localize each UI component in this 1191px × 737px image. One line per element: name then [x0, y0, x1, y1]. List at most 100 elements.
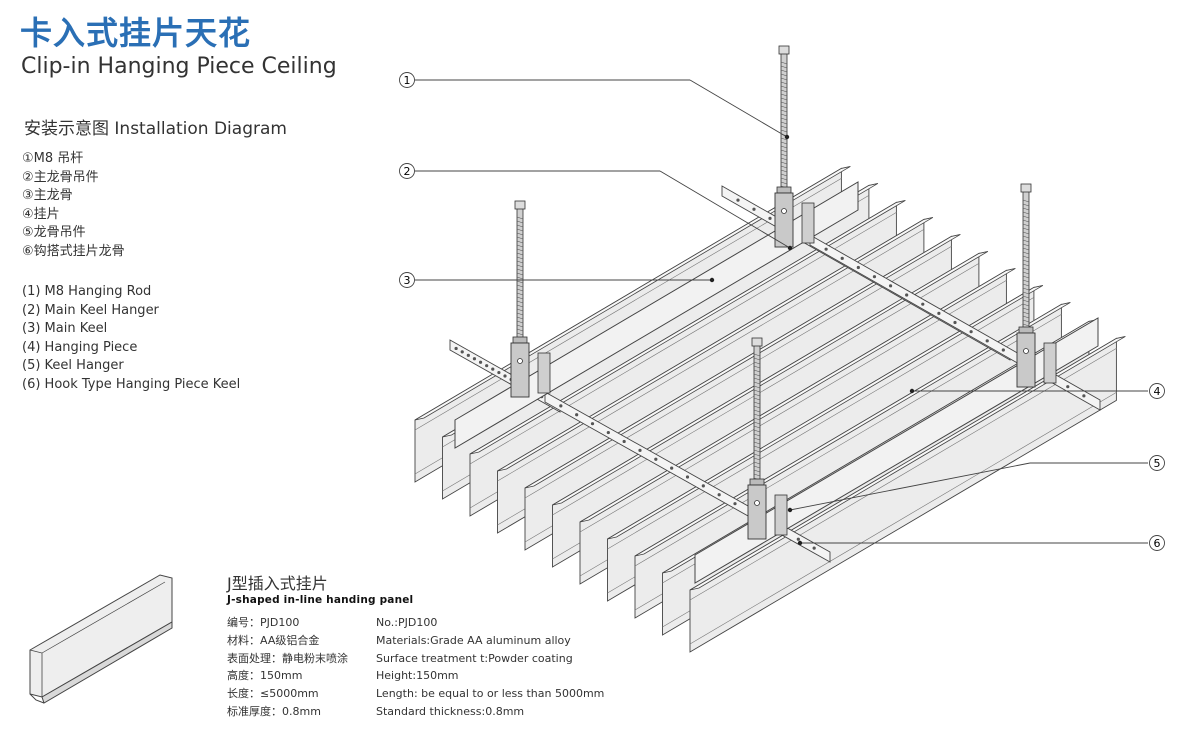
rod-thread [516, 264, 524, 268]
spec-length-cn: 长度：≤5000mm [227, 687, 319, 701]
rod-thread [753, 429, 761, 433]
rod-thread [753, 365, 761, 369]
rod-thread [1022, 303, 1030, 307]
rod-thread [1022, 207, 1030, 211]
keel-hole [454, 346, 458, 351]
panel-top-lip [552, 251, 989, 506]
panel-title-cn: J型插入式挂片 [227, 574, 328, 593]
rod-thread [1022, 267, 1030, 271]
hanging-piece-panel [689, 336, 1126, 653]
rod-thread [780, 109, 788, 113]
rod-thread [780, 145, 788, 149]
rod-thread [780, 61, 788, 65]
main-keel [694, 317, 1099, 584]
legend-en-item: (6) Hook Type Hanging Piece Keel [22, 376, 241, 392]
rod-thread [516, 280, 524, 284]
keel-hole [460, 350, 464, 354]
rod-thread [1022, 203, 1030, 207]
callout-number: 3 [404, 274, 411, 287]
rod-thread [780, 161, 788, 165]
legend-en: (1) M8 Hanging Rod (2) Main Keel Hanger … [22, 283, 240, 394]
rod-thread [516, 276, 524, 280]
keel-hole [1082, 394, 1086, 398]
rod-thread [516, 292, 524, 296]
rod-thread [780, 93, 788, 97]
callout-1: 1 [399, 72, 415, 88]
rod-thread [753, 441, 761, 445]
hanger-plate [1016, 332, 1036, 388]
keel-hole [497, 370, 501, 375]
keel-hole [478, 360, 483, 364]
panel-fold-line [634, 314, 1062, 567]
spec-code-cn: 编号：PJD100 [227, 616, 300, 629]
keel-hole [654, 457, 658, 461]
rod-thread [516, 240, 524, 244]
legend-cn-item: ⑥钩搭式挂片龙骨 [22, 243, 125, 259]
rod-thread [1022, 299, 1030, 303]
keel-hanger [747, 484, 788, 540]
callout-2: 2 [399, 163, 415, 179]
hanger-hole [517, 358, 523, 364]
rod-thread [753, 373, 761, 377]
rod-thread [780, 77, 788, 81]
rod-thread [516, 288, 524, 292]
rod-thread [780, 173, 788, 177]
rod-thread [1022, 219, 1030, 223]
rod-thread [780, 113, 788, 117]
hanger-plate [747, 484, 767, 540]
rod-thread [1022, 275, 1030, 279]
rod-thread [516, 220, 524, 224]
spec-list-cn: 编号：PJD100 材料：AA级铝合金 表面处理：静电粉末喷涂 高度：150mm… [227, 614, 348, 721]
panel-fold-line [607, 297, 1035, 550]
rod-thread [516, 284, 524, 288]
rod-thread [780, 129, 788, 133]
page-title-en: Clip-in Hanging Piece Ceiling [21, 54, 337, 79]
rod-nut [1018, 326, 1034, 334]
keel-hole [736, 198, 740, 202]
rod-thread [780, 121, 788, 125]
rod-thread [780, 137, 788, 141]
rod-thread [780, 105, 788, 109]
rod-cap [751, 337, 763, 347]
keel-hole [701, 484, 705, 488]
rod-thread [1022, 287, 1030, 291]
keel-hole [638, 448, 642, 452]
rod-thread [1022, 231, 1030, 235]
rod-thread [780, 169, 788, 173]
rod-thread [516, 308, 524, 312]
rod-thread [753, 389, 761, 393]
keel-hole [559, 404, 563, 408]
rod-thread [1022, 227, 1030, 231]
keel-hole [503, 374, 507, 378]
rod-thread [516, 312, 524, 316]
spec-thickness-en: Standard thickness:0.8mm [376, 704, 525, 718]
keel-hanger [510, 342, 551, 398]
rod-thread [753, 461, 761, 465]
rod-thread [780, 149, 788, 153]
keel-hole [905, 293, 909, 297]
m8-hanging-rod [776, 45, 792, 198]
rod-thread [1022, 323, 1030, 327]
main-keel [454, 181, 859, 449]
rod-thread [780, 117, 788, 121]
rod-thread [780, 85, 788, 89]
rod-thread [516, 268, 524, 272]
rod-cap [1020, 183, 1032, 193]
rod-thread [753, 433, 761, 437]
rod-thread [780, 69, 788, 73]
rod-cap [778, 45, 790, 55]
rod-thread [1022, 199, 1030, 203]
rod-thread [1022, 307, 1030, 311]
rod-thread [516, 224, 524, 228]
keel-hole [1066, 385, 1070, 389]
rod-thread [753, 401, 761, 405]
keel-hole [485, 364, 489, 368]
rod-thread [1022, 259, 1030, 263]
hanger-hole [1023, 348, 1029, 354]
keel-hole [969, 330, 973, 334]
keel-hole [491, 367, 495, 371]
spec-height-en: Height:150mm [376, 669, 459, 683]
installation-diagram-heading: 安装示意图 Installation Diagram [24, 119, 287, 139]
rod-thread [516, 320, 524, 324]
panel-top-lip [607, 285, 1044, 540]
